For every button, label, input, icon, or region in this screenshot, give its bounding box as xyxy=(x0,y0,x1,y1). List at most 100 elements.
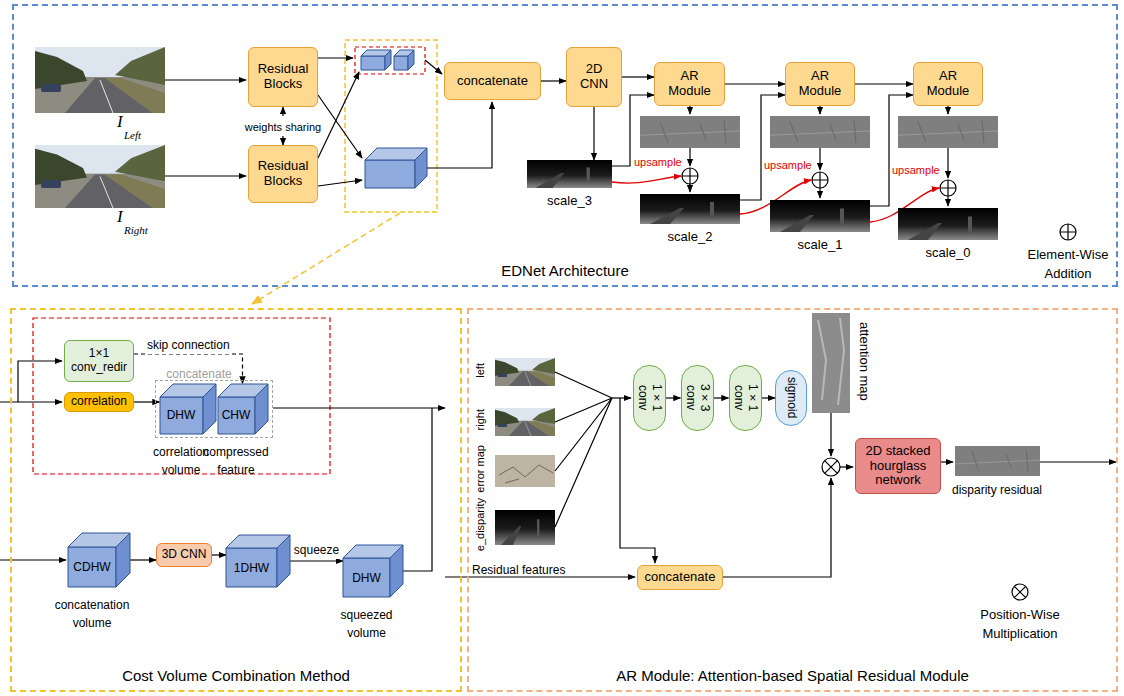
cube-face xyxy=(255,384,268,434)
process-box: 3D CNN xyxy=(156,543,212,567)
label-holder: upsample xyxy=(764,154,812,173)
cube-label: CHW xyxy=(222,408,251,422)
wire xyxy=(318,57,353,58)
cube-face xyxy=(343,558,390,597)
connector xyxy=(762,397,776,398)
add-symbol xyxy=(682,168,698,184)
process-box: AR Module xyxy=(654,62,725,106)
legend-symbol xyxy=(1012,584,1028,600)
edge-label: skip connection xyxy=(147,338,230,352)
tensor-cube: 1DHW xyxy=(226,535,290,587)
panel-title: Cost Volume Combination Method xyxy=(122,667,350,684)
legend-symbol xyxy=(1009,581,1031,603)
box-label: concatenate xyxy=(645,570,716,585)
label-holder: upsample xyxy=(892,159,940,178)
map-label: attention map xyxy=(856,322,872,401)
map-image xyxy=(640,194,740,224)
cube-label: DHW xyxy=(167,408,196,422)
connector xyxy=(290,560,343,561)
input-label: right xyxy=(474,409,487,430)
box-label: AR Module xyxy=(918,69,979,99)
multiply-symbol xyxy=(822,458,840,476)
cube-face xyxy=(394,56,408,70)
disparity-image xyxy=(495,510,555,545)
label-holder: I xyxy=(117,112,123,132)
wire xyxy=(689,184,690,192)
image-symbol: I xyxy=(117,207,123,227)
tensor-cube: CDHWconcatenation volume xyxy=(68,533,130,587)
label-holder: right xyxy=(474,409,487,435)
tensor-cube: DHWcorrelation volume xyxy=(160,384,216,434)
group-title: concatenate xyxy=(166,367,231,381)
zoom-pointer xyxy=(252,213,400,304)
box-label: 2D CNN xyxy=(571,62,618,92)
tensor-cube: CHWcompressed feature xyxy=(218,384,268,434)
residual-map xyxy=(955,446,1040,476)
panel-frame: EDNet ArchitectureResidual BlocksResidua… xyxy=(12,4,1118,287)
face-holder: 1DHW xyxy=(226,548,277,587)
layer-pill: 1×1 conv xyxy=(729,365,762,431)
wire xyxy=(819,106,820,114)
legend-symbol xyxy=(1057,221,1079,243)
attention-image xyxy=(812,313,850,413)
label-holder: Right xyxy=(124,219,148,238)
edge-label-holder: weights sharing xyxy=(243,116,323,135)
layer-label: sigmoid xyxy=(784,377,798,418)
layer-pill: 1×1 conv xyxy=(633,365,666,431)
connector xyxy=(870,95,913,206)
panel-frame: Cost Volume Combination Method 1×1 conv_r… xyxy=(10,308,462,692)
wire xyxy=(830,413,831,456)
label-holder: attention map xyxy=(856,322,872,405)
wire xyxy=(318,95,362,158)
edge-label-holder: squeeze xyxy=(292,539,341,558)
box-label: correlation xyxy=(71,395,127,409)
image-symbol: I xyxy=(117,112,123,132)
wire xyxy=(947,106,948,114)
wire xyxy=(18,361,62,402)
cube-face xyxy=(408,50,414,70)
correlation-group xyxy=(355,47,425,74)
label-holder: I xyxy=(117,207,123,227)
add-symbol xyxy=(682,168,698,184)
map-image xyxy=(527,160,612,188)
wire xyxy=(947,148,948,178)
legend-symbol xyxy=(1060,224,1076,240)
face-holder: DHW xyxy=(160,397,203,434)
disparity-map: scale_1 xyxy=(770,200,870,232)
wire xyxy=(819,188,820,198)
process-box: 1×1 conv_redir xyxy=(64,340,134,382)
cube-caption: compressed feature xyxy=(203,445,268,477)
connector xyxy=(725,83,785,84)
add-symbol xyxy=(812,172,828,188)
map-caption: scale_0 xyxy=(926,245,971,260)
map-image xyxy=(770,200,870,232)
tensor-cube: DHWsqueezed volume xyxy=(343,545,403,597)
map-caption: scale_2 xyxy=(668,229,713,244)
left-photo xyxy=(495,358,555,386)
face-holder: CHW xyxy=(218,397,255,434)
legend-holder: Element-Wise Addition xyxy=(1022,244,1114,282)
cube-face xyxy=(390,545,403,597)
map-image xyxy=(898,208,998,240)
cube-face xyxy=(365,160,415,188)
legend-holder: Position-Wise Multiplication xyxy=(970,604,1070,642)
attention-pattern xyxy=(818,318,844,405)
label-holder: left xyxy=(474,362,487,381)
cube-face xyxy=(116,533,130,587)
connector xyxy=(714,397,729,398)
label-holder: upsample xyxy=(634,151,682,170)
cost-volume-group xyxy=(345,40,437,212)
wire xyxy=(723,478,831,577)
process-box: correlation xyxy=(64,392,134,412)
wire xyxy=(947,196,948,206)
cube-face xyxy=(385,50,391,70)
residual-map xyxy=(640,116,740,148)
wire xyxy=(427,102,492,168)
wire xyxy=(689,148,690,166)
left-photo xyxy=(35,47,165,113)
image-subscript: Left xyxy=(124,129,141,142)
edge-label: weights sharing xyxy=(245,121,321,133)
disparity-map: scale_0 xyxy=(898,208,998,240)
map-caption: scale_3 xyxy=(547,193,592,208)
connector xyxy=(212,554,226,555)
